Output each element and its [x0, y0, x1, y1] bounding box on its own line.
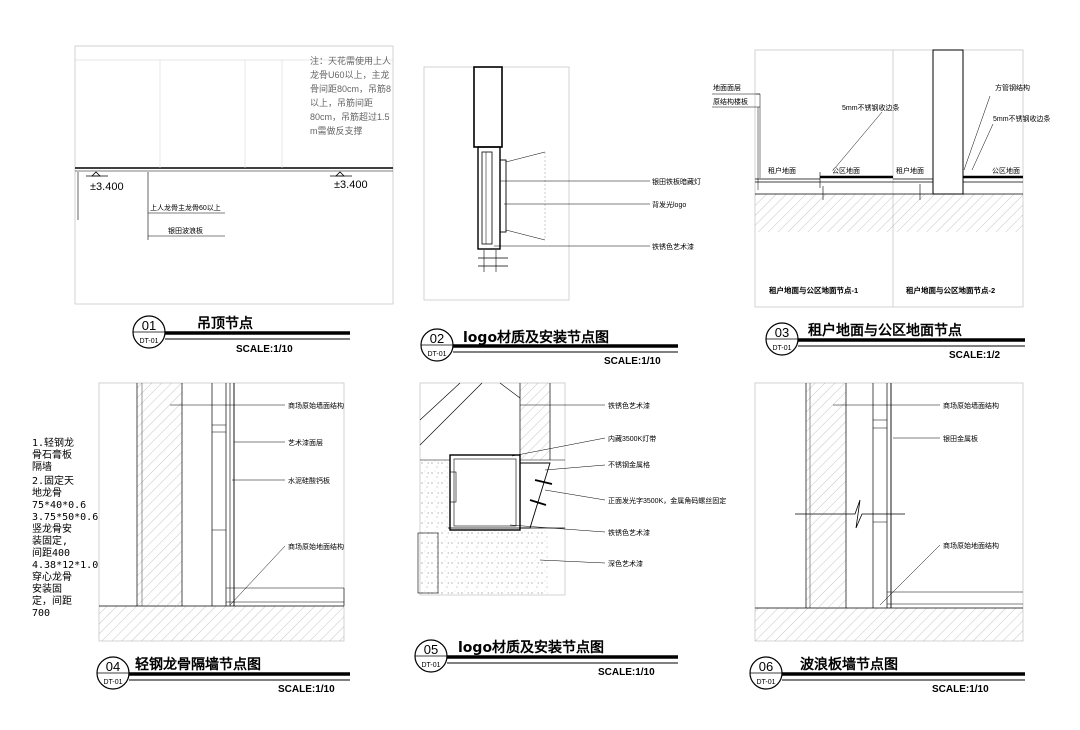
detail-04-title-block: 04 DT-01 轻钢龙骨隔墙节点图 SCALE:1/10 — [96, 656, 350, 695]
section-2-caption: 租户地面与公区地面节点-2 — [906, 285, 995, 295]
level-label-right: ±3.400 — [334, 179, 368, 191]
tenant-floor-label-1: 租户地面 — [768, 166, 796, 175]
panel-label: 银田波浪板 — [168, 226, 203, 235]
partition-note: 1.轻钢龙 骨石膏板 隔墙 2.固定天 地龙骨 75*40*0.6 3.75*5… — [32, 436, 98, 619]
detail-number: 04 — [106, 659, 120, 674]
detail-title: 吊顶节点 — [197, 315, 253, 332]
detail-04-drawing: 商场原始墙面结构 艺术漆面层 水泥硅酸钙板 商场原始地面结构 1.轻钢龙 骨石膏… — [32, 382, 345, 642]
mall-floor-label-06: 商场原始地面结构 — [943, 541, 999, 550]
svg-text:定，间距: 定，间距 — [32, 594, 72, 607]
detail-scale: SCALE:1/10 — [598, 667, 655, 678]
svg-text:以上，吊筋间距: 以上，吊筋间距 — [310, 97, 373, 108]
svg-text:m需做反支撑: m需做反支撑 — [310, 125, 363, 136]
detail-number: 05 — [424, 642, 438, 657]
sheet-code: DT-01 — [139, 338, 158, 345]
mall-floor-label: 商场原始地面结构 — [288, 542, 344, 551]
detail-05-drawing: 铁锈色艺术漆 内藏3500K灯带 不锈钢金属格 正面发光字3500K，金属角码螺… — [417, 382, 726, 596]
detail-03-drawing: 地面面层 原结构楼板 5mm不锈钢收边条 租户地面 公区地面 方管钢结构 5mm… — [712, 49, 1051, 308]
svg-text:注：天花需使用上人: 注：天花需使用上人 — [310, 55, 391, 66]
steel-tube-label: 方管钢结构 — [995, 83, 1030, 92]
detail-01-title-block: 01 DT-01 吊顶节点 SCALE:1/10 — [132, 315, 350, 355]
detail-title: 波浪板墙节点图 — [800, 656, 898, 673]
detail-scale: SCALE:1/10 — [604, 356, 661, 367]
svg-text:竖龙骨安: 竖龙骨安 — [32, 522, 72, 535]
detail-06-drawing: 商场原始墙面结构 银田金属板 商场原始地面结构 — [754, 382, 1024, 642]
sheet-code: DT-01 — [756, 679, 775, 686]
detail-02-title-block: 02 DT-01 logo材质及安装节点图 SCALE:1/10 — [420, 328, 678, 367]
rust-paint-label-top: 铁锈色艺术漆 — [608, 401, 650, 410]
detail-title: logo材质及安装节点图 — [463, 329, 609, 346]
detail-01-drawing: ±3.400 ±3.400 上人龙骨主龙骨60以上 银田波浪板 注：天花需使用上… — [74, 45, 394, 305]
svg-text:1.轻钢龙: 1.轻钢龙 — [32, 436, 74, 449]
calcium-board-label: 水泥硅酸钙板 — [288, 476, 330, 485]
mall-wall-label-06: 商场原始墙面结构 — [943, 401, 999, 410]
dark-paint-label: 深色艺术漆 — [608, 559, 643, 568]
edge-strip-label-2: 5mm不锈钢收边条 — [993, 114, 1051, 123]
detail-scale: SCALE:1/10 — [932, 684, 989, 695]
slab-label: 原结构楼板 — [713, 97, 748, 106]
sheet-code: DT-01 — [421, 662, 440, 669]
rust-paint-label: 铁锈色艺术漆 — [652, 242, 694, 251]
svg-text:装固定,: 装固定, — [32, 534, 68, 547]
logo-light-label: 银田铁板暗藏灯 — [652, 177, 701, 186]
detail-03-title-block: 03 DT-01 租户地面与公区地面节点 SCALE:1/2 — [765, 322, 1025, 361]
level-label-left: ±3.400 — [90, 181, 124, 193]
svg-text:2.固定天: 2.固定天 — [32, 474, 74, 487]
svg-text:700: 700 — [32, 608, 50, 619]
detail-02-drawing: 银田铁板暗藏灯 背发光logo 铁锈色艺术漆 — [423, 66, 701, 301]
detail-title: logo材质及安装节点图 — [458, 639, 604, 656]
svg-text:穿心龙骨: 穿心龙骨 — [32, 570, 72, 583]
edge-strip-label-1: 5mm不锈钢收边条 — [842, 103, 900, 112]
detail-scale: SCALE:1/2 — [949, 350, 1001, 361]
rust-paint-label-bottom: 铁锈色艺术漆 — [608, 528, 650, 537]
detail-number: 02 — [430, 331, 444, 346]
svg-text:龙骨U60以上，主龙: 龙骨U60以上，主龙 — [310, 69, 390, 80]
tenant-floor-label-2: 租户地面 — [896, 166, 924, 175]
detail-title: 轻钢龙骨隔墙节点图 — [135, 656, 261, 673]
svg-text:骨间距80cm，吊筋8: 骨间距80cm，吊筋8 — [310, 83, 391, 94]
svg-text:3.75*50*0.6: 3.75*50*0.6 — [32, 512, 98, 523]
steel-grid-label: 不锈钢金属格 — [608, 460, 650, 469]
detail-number: 01 — [142, 318, 156, 333]
detail-title: 租户地面与公区地面节点 — [808, 322, 962, 339]
backlit-logo-label: 背发光logo — [652, 200, 686, 209]
svg-text:80cm，吊筋超过1.5: 80cm，吊筋超过1.5 — [310, 111, 390, 122]
detail-scale: SCALE:1/10 — [236, 344, 293, 355]
ceiling-note: 注：天花需使用上人 龙骨U60以上，主龙 骨间距80cm，吊筋8 以上，吊筋间距… — [310, 55, 391, 136]
public-floor-label-1: 公区地面 — [832, 166, 860, 175]
metal-panel-label: 银田金属板 — [943, 434, 978, 443]
sheet-code: DT-01 — [427, 351, 446, 358]
sheet-code: DT-01 — [772, 345, 791, 352]
detail-number: 06 — [759, 659, 773, 674]
svg-text:隔墙: 隔墙 — [32, 460, 52, 473]
led-strip-label: 内藏3500K灯带 — [608, 434, 656, 443]
svg-text:地龙骨: 地龙骨 — [32, 486, 62, 499]
section-1-caption: 租户地面与公区地面节点-1 — [769, 285, 858, 295]
svg-text:安装固: 安装固 — [32, 582, 62, 595]
public-floor-label-2: 公区地面 — [992, 166, 1020, 175]
art-paint-label: 艺术漆面层 — [288, 438, 323, 447]
mall-wall-label: 商场原始墙面结构 — [288, 401, 344, 410]
svg-text:4.38*12*1.0: 4.38*12*1.0 — [32, 560, 98, 571]
detail-06-title-block: 06 DT-01 波浪板墙节点图 SCALE:1/10 — [749, 656, 1025, 695]
svg-text:间距400: 间距400 — [32, 546, 70, 559]
floor-finish-label: 地面面层 — [713, 83, 741, 92]
svg-text:骨石膏板: 骨石膏板 — [32, 448, 72, 461]
detail-scale: SCALE:1/10 — [278, 684, 335, 695]
detail-number: 03 — [775, 325, 789, 340]
hanger-label: 上人龙骨主龙骨60以上 — [150, 203, 221, 212]
detail-05-title-block: 05 DT-01 logo材质及安装节点图 SCALE:1/10 — [414, 639, 678, 678]
front-lit-letters-label: 正面发光字3500K，金属角码螺丝固定 — [608, 496, 726, 505]
svg-text:75*40*0.6: 75*40*0.6 — [32, 500, 86, 511]
sheet-code: DT-01 — [103, 679, 122, 686]
